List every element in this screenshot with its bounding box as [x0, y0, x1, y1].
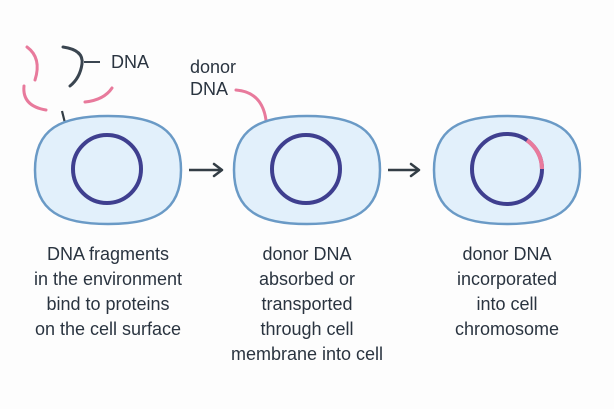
- cell-chromosome: [270, 133, 342, 205]
- caption-line: membrane into cell: [230, 344, 384, 364]
- process-arrow-2: [388, 162, 421, 178]
- dna-label: DNA: [111, 52, 150, 72]
- cell-step-2: [232, 114, 382, 226]
- caption-step-1: DNA fragments in the environment bind to…: [8, 242, 208, 342]
- cell-membrane: [33, 114, 183, 226]
- caption-step-3: donor DNA incorporated into cell chromos…: [407, 242, 607, 342]
- caption-line: chromosome: [454, 319, 560, 339]
- incorporated-donor-dna: [525, 138, 545, 170]
- caption-line: in the environment: [33, 269, 183, 289]
- caption-step-2: donor DNA absorbed or transported throug…: [207, 242, 407, 367]
- pink-dna-fragment: [25, 45, 39, 82]
- donor-dna-label: donor DNA: [190, 56, 236, 100]
- caption-line: donor DNA: [462, 244, 552, 264]
- cell-membrane: [432, 114, 582, 226]
- caption-line: through cell: [260, 319, 354, 339]
- pink-dna-fragment: [22, 84, 48, 112]
- caption-line: bind to proteins: [46, 294, 170, 314]
- caption-line: into cell: [476, 294, 538, 314]
- process-arrow-1: [189, 162, 224, 178]
- cell-step-3: [432, 114, 582, 226]
- pink-dna-fragment: [83, 86, 114, 104]
- donor-dna-label-line: DNA: [190, 79, 229, 99]
- donor-dna-label-line: donor: [190, 57, 237, 77]
- dark-dna-fragment: [61, 45, 84, 88]
- caption-line: incorporated: [456, 269, 558, 289]
- caption-line: donor DNA: [262, 244, 352, 264]
- caption-line: DNA fragments: [46, 244, 170, 264]
- caption-line: transported: [261, 294, 353, 314]
- cell-chromosome: [71, 133, 143, 205]
- cell-membrane: [232, 114, 382, 226]
- cell-step-1: [33, 114, 183, 226]
- caption-line: on the cell surface: [34, 319, 182, 339]
- caption-line: absorbed or: [258, 269, 356, 289]
